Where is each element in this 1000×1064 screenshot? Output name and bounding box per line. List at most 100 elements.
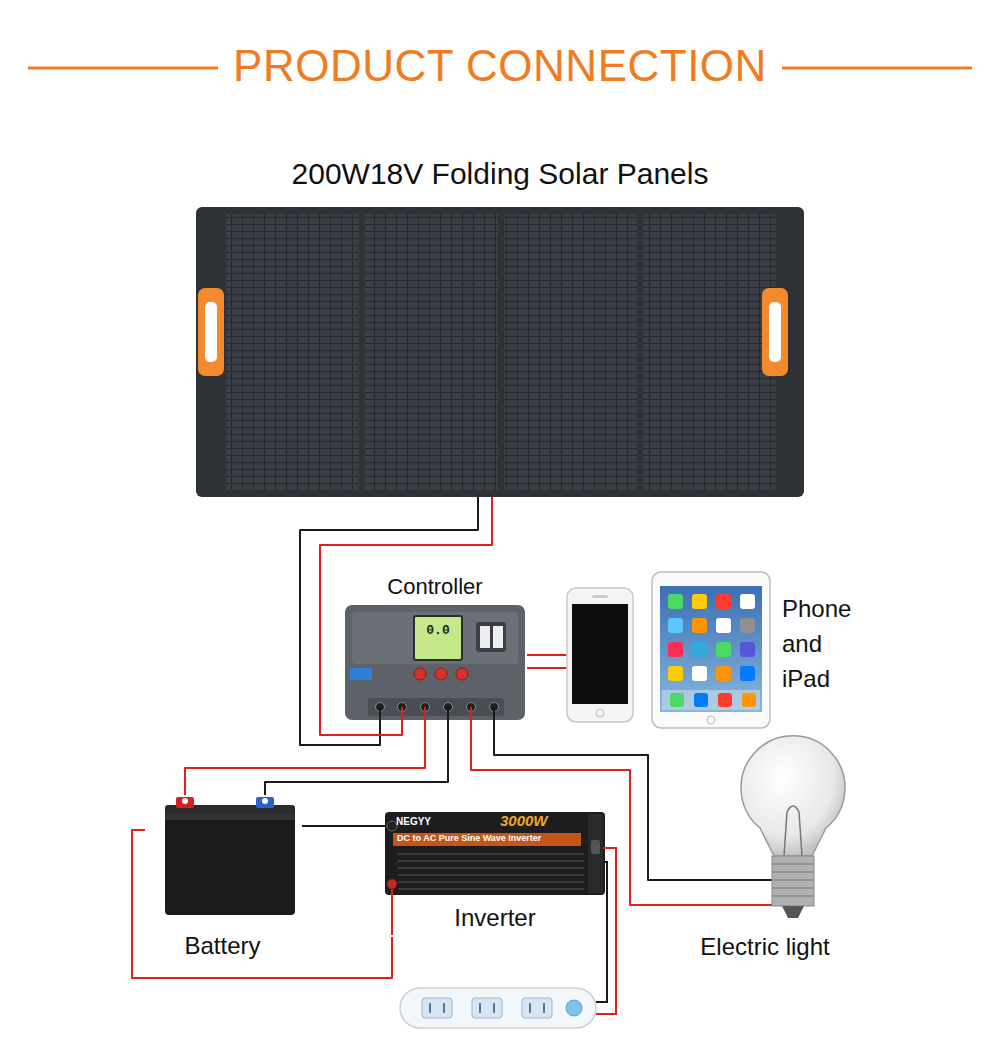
charge-controller-picture xyxy=(414,668,426,680)
node-label: Battery xyxy=(145,932,300,961)
phone-picture xyxy=(572,604,628,704)
ipad-picture xyxy=(652,572,770,728)
label-holder: DC to AC Pure Sine Wave Inverter xyxy=(397,834,581,844)
solar-panel-picture xyxy=(365,214,498,490)
ipad-picture xyxy=(716,594,731,609)
solar-panel-picture xyxy=(769,302,781,362)
light-bulb-picture xyxy=(784,806,802,856)
inverter-box: Inverter xyxy=(385,810,607,937)
power-strip-picture xyxy=(430,1003,544,1013)
light-bulb-picture xyxy=(782,906,804,918)
charge-controller-picture xyxy=(493,626,503,648)
ipad-picture xyxy=(707,716,715,724)
page-title: PRODUCT CONNECTION xyxy=(233,40,767,93)
wire-strand xyxy=(471,722,680,905)
power-strip-picture xyxy=(472,998,502,1018)
power-strip-picture xyxy=(400,988,596,1028)
battery-picture xyxy=(165,814,295,915)
wire-connector xyxy=(185,722,448,795)
ipad-picture xyxy=(668,642,683,657)
charge-controller-picture xyxy=(414,616,462,660)
light-bulb-picture xyxy=(772,864,814,896)
title-rule xyxy=(28,67,218,70)
wire-strand xyxy=(185,722,425,795)
power-strip-picture xyxy=(522,998,552,1018)
wire-strand xyxy=(265,722,448,795)
ipad-picture xyxy=(692,618,707,633)
charge-controller-picture xyxy=(435,668,447,680)
solar-panel-picture xyxy=(196,207,804,497)
ipad-picture xyxy=(740,618,755,633)
charge-controller-picture xyxy=(345,605,525,722)
product-type-text: DC to AC Pure Sine Wave Inverter xyxy=(397,834,581,844)
label-holder: NEGYY xyxy=(396,816,456,827)
ipad-picture xyxy=(740,666,755,681)
ipad-picture xyxy=(742,693,756,707)
ipad-picture xyxy=(662,690,760,710)
wire-strand xyxy=(494,722,680,880)
solar-panel-box: 200W18V Folding Solar Panels xyxy=(196,150,806,497)
charge-controller-picture xyxy=(350,668,372,680)
power-strip-picture xyxy=(422,998,452,1018)
inverter-picture xyxy=(387,821,397,831)
ipad-picture xyxy=(718,693,732,707)
light-bulb-picture xyxy=(741,736,845,856)
charge-controller-box: Controller xyxy=(345,572,527,722)
wire-strand xyxy=(302,825,385,827)
title-rule xyxy=(782,67,972,70)
power-rating: 3000W xyxy=(500,813,580,830)
ipad-picture xyxy=(740,642,755,657)
ipad-picture xyxy=(668,594,683,609)
node-label: Phone and iPad xyxy=(782,592,862,696)
lcd-reading: 0.0 xyxy=(414,624,462,638)
wire-connector xyxy=(471,722,680,905)
ipad-picture xyxy=(716,666,731,681)
ipad-picture xyxy=(694,693,708,707)
phone-picture xyxy=(560,588,633,722)
light-bulb-picture xyxy=(680,879,772,881)
solar-panel-picture xyxy=(643,214,776,490)
wire-strand xyxy=(527,667,560,669)
wire-strand xyxy=(527,654,560,656)
light-bulb-picture xyxy=(680,736,845,918)
wire-connector xyxy=(300,497,492,745)
wire-strand xyxy=(300,497,478,745)
battery-box: Battery xyxy=(145,795,302,965)
node-label: Electric light xyxy=(680,933,850,962)
inverter-picture xyxy=(385,812,605,895)
charge-controller-picture xyxy=(352,612,518,664)
wire-strand xyxy=(132,830,392,978)
ipad-picture xyxy=(692,642,707,657)
ipad-picture xyxy=(692,666,707,681)
ipad-picture xyxy=(668,666,683,681)
inverter-picture xyxy=(398,854,584,889)
phone-picture xyxy=(567,588,633,722)
ipad-picture xyxy=(716,618,731,633)
wire-connector xyxy=(132,826,392,978)
inverter-picture xyxy=(596,848,616,1014)
node-label: Inverter xyxy=(385,904,605,933)
solar-panel-picture xyxy=(762,288,788,376)
phone-picture xyxy=(592,595,608,598)
phone-ipad-box: Phone and iPad xyxy=(560,568,870,730)
node-label: Controller xyxy=(345,574,525,600)
battery-picture xyxy=(182,798,188,804)
solar-panel-picture xyxy=(198,288,224,376)
power-strip-picture xyxy=(566,1000,582,1016)
light-bulb-picture xyxy=(680,904,772,906)
charge-controller-picture xyxy=(402,707,471,722)
charge-controller-picture xyxy=(345,605,525,720)
phone-picture xyxy=(596,709,604,717)
charge-controller-picture xyxy=(368,698,504,716)
ipad-picture xyxy=(716,642,731,657)
charge-controller-picture xyxy=(480,626,490,648)
power-strip-picture xyxy=(400,988,596,1028)
inverter-picture xyxy=(385,812,616,1014)
solar-panel-picture xyxy=(226,214,359,490)
inverter-picture xyxy=(391,889,393,935)
ipad-picture xyxy=(652,572,770,728)
battery-picture xyxy=(165,814,295,820)
label-holder: 0.0 xyxy=(414,624,462,638)
inverter-picture xyxy=(591,840,600,854)
